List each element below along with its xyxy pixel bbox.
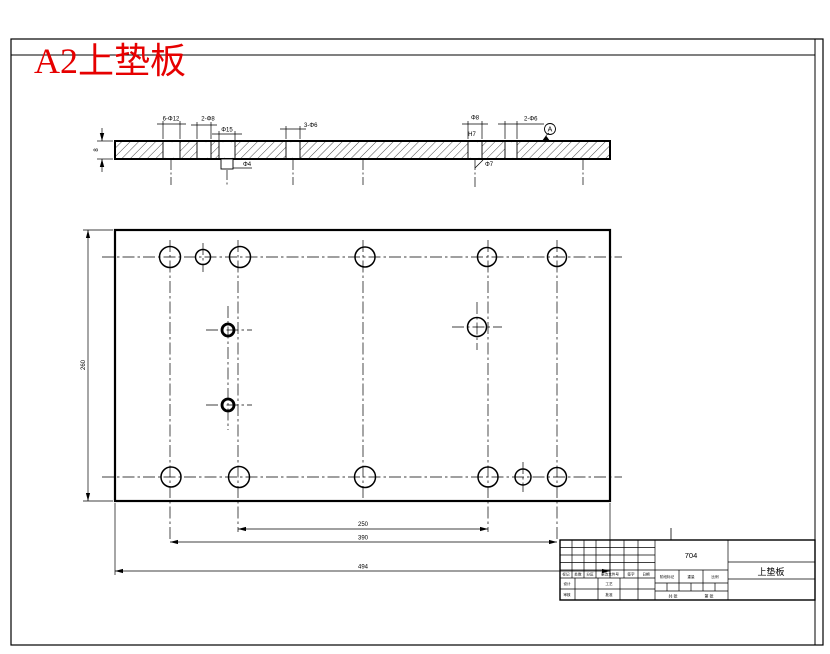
section-hole-gaps [163, 142, 517, 158]
tb-row-label: 批准 [605, 592, 613, 597]
hole [476, 246, 498, 268]
tb-mid-label: 重量 [687, 574, 695, 579]
datum-flag: A [542, 123, 556, 141]
hole [477, 466, 499, 488]
title-block-grid [560, 540, 815, 600]
sheet-frame [10, 38, 824, 646]
plan-view: 250 390 494 260 [81, 228, 622, 575]
part-name: 上垫板 [757, 566, 784, 577]
plan-dim-arrows [85, 230, 610, 574]
drawing-number: 704 [685, 551, 698, 560]
dim-outer: 494 [358, 565, 369, 571]
plan-centerlines [102, 240, 622, 542]
tb-header-cell: 签字 [627, 572, 635, 577]
tb-row-label: 审核 [563, 592, 571, 597]
holes [158, 245, 568, 489]
tb-header-cell: 日期 [642, 572, 650, 577]
hole [227, 465, 251, 489]
dim-thickness: 8 [94, 148, 100, 152]
hole [354, 246, 376, 268]
tb-mid-label: 比例 [711, 574, 719, 579]
dim-6xd12: 6-Φ12 [163, 117, 180, 123]
tb-row-label: 设计 [563, 581, 571, 586]
tb-sheet-label: 共 张 [668, 593, 677, 599]
section-dim-arrows [99, 133, 105, 167]
tb-mid-label: 阶段标记 [660, 574, 675, 579]
tb-header-cell: 标记 [562, 572, 570, 577]
tb-header-cell: 处数 [574, 572, 582, 577]
hole [514, 468, 532, 486]
dim-d4: Φ4 [243, 162, 252, 168]
dim-3xd6: 3-Φ6 [304, 123, 318, 129]
dim-inner: 250 [358, 522, 369, 528]
section-view: A 6-Φ12 2-Φ8 Φ15 3-Φ6 Φ8 H7 Φ7 2-Φ6 Φ4 8 [94, 116, 611, 188]
hole [546, 466, 568, 488]
dim-d15: Φ15 [221, 128, 233, 134]
section-hole-walls [162, 141, 518, 159]
threaded-hole [220, 397, 236, 413]
title-block-labels: 标记 处数 分区 更改文件号 签字 日期 设计 审核 工艺 批准 阶段标记 重量… [562, 572, 719, 599]
plan-dim-lines [83, 229, 611, 575]
counterbore-stub [220, 158, 234, 170]
hole [466, 316, 488, 338]
dim-2xd6: 2-Φ6 [524, 117, 538, 123]
title-block: 704 上垫板 标记 处数 分区 更改文件号 签字 日期 设计 审核 工艺 批准… [559, 528, 816, 601]
dim-2xd8: 2-Φ8 [201, 117, 215, 123]
hole [160, 466, 182, 488]
plate-outline [113, 228, 612, 503]
hole [158, 245, 182, 269]
dim-d8: Φ8 [471, 116, 480, 122]
dim-h7: H7 [468, 132, 476, 138]
threaded-holes [220, 322, 236, 413]
hole [194, 248, 212, 266]
tb-sheet-label: 第 张 [704, 593, 713, 599]
hole [353, 465, 377, 489]
datum-letter: A [548, 127, 553, 134]
threaded-hole [220, 322, 236, 338]
tb-row-label: 工艺 [605, 581, 613, 586]
section-centerlines [170, 160, 584, 188]
dim-height: 260 [81, 359, 87, 370]
tb-header-cell: 更改文件号 [601, 572, 619, 577]
hole [546, 246, 568, 268]
section-plate [114, 140, 611, 160]
dim-mid: 390 [358, 536, 369, 542]
tb-header-cell: 分区 [586, 572, 594, 577]
hole [228, 245, 252, 269]
drawing-title: A2上垫板 [34, 41, 186, 81]
dim-d7: Φ7 [485, 162, 494, 168]
